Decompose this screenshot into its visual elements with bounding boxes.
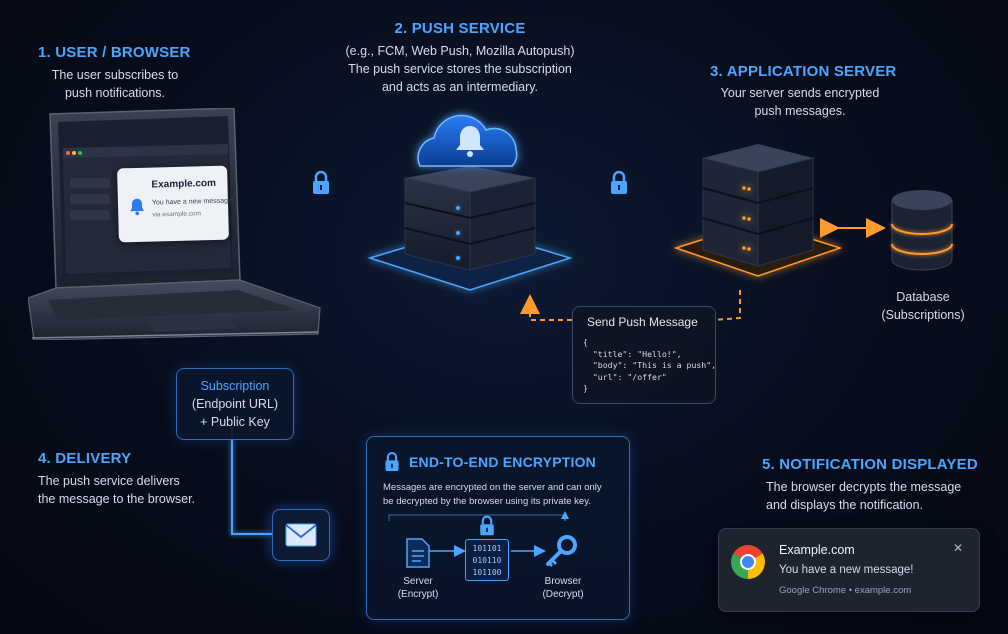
lock-icon bbox=[385, 451, 399, 471]
laptop-notification-card: Example.com You have a new message! via … bbox=[117, 165, 234, 243]
step-app-desc: Your server sends encrypted push message… bbox=[720, 86, 880, 118]
database-label: Database (Subscriptions) bbox=[881, 290, 965, 322]
laptop-notification-site: Example.com bbox=[151, 177, 217, 191]
encryption-title: END-TO-END ENCRYPTION bbox=[409, 454, 596, 470]
subscription-box: Subscription (Endpoint URL) + Public Key bbox=[176, 368, 294, 440]
lock-icon bbox=[611, 170, 627, 194]
chrome-notification[interactable]: Example.com You have a new message! Goog… bbox=[718, 528, 980, 612]
push-message-box: Send Push Message { "title": "Hello!", "… bbox=[572, 306, 716, 404]
step-displayed-title: 5. NOTIFICATION DISPLAYED bbox=[762, 456, 978, 473]
encryption-desc: Messages are encrypted on the server and… bbox=[383, 482, 602, 507]
step-user-desc: The user subscribes to push notification… bbox=[51, 68, 179, 100]
laptop-notification-via: via example.com bbox=[152, 210, 202, 219]
lock-icon bbox=[480, 515, 494, 536]
line-delivery-up bbox=[231, 440, 272, 535]
database-icon bbox=[891, 190, 953, 271]
chrome-notification-message: You have a new message! bbox=[779, 564, 914, 576]
envelope-icon bbox=[285, 523, 317, 547]
document-icon bbox=[406, 538, 430, 568]
step-displayed-desc: The browser decrypts the message and dis… bbox=[766, 480, 962, 512]
step-app-title: 3. APPLICATION SERVER bbox=[710, 63, 897, 80]
dashed-message-to-push bbox=[520, 294, 572, 321]
encrypted-binary: 101101 010110 101100 bbox=[465, 539, 509, 581]
key-icon bbox=[546, 535, 577, 568]
encryption-box: END-TO-END ENCRYPTION Messages are encry… bbox=[366, 436, 630, 620]
chrome-logo-icon bbox=[731, 545, 765, 579]
step-delivery-desc: The push service delivers the message to… bbox=[38, 474, 196, 506]
step-push-desc: (e.g., FCM, Web Push, Mozilla Autopush) … bbox=[345, 44, 575, 94]
encryption-flow bbox=[388, 511, 569, 557]
lock-icon bbox=[313, 170, 329, 194]
step-delivery-title: 4. DELIVERY bbox=[38, 450, 132, 467]
chrome-notification-source: Google Chrome • example.com bbox=[779, 585, 912, 596]
encryption-server-label: Server (Encrypt) bbox=[397, 576, 439, 600]
laptop-notification-message: You have a new message! bbox=[151, 197, 234, 207]
bell-icon bbox=[130, 198, 145, 216]
application-server bbox=[673, 144, 843, 277]
step-user-title: 1. USER / BROWSER bbox=[38, 44, 191, 61]
close-icon[interactable]: ✕ bbox=[953, 541, 964, 555]
encryption-browser-label: Browser (Decrypt) bbox=[542, 576, 584, 600]
push-message-title: Send Push Message bbox=[587, 315, 698, 329]
chrome-notification-site: Example.com bbox=[779, 543, 855, 557]
dashed-app-to-message bbox=[713, 290, 741, 321]
push-service-server bbox=[367, 114, 573, 291]
envelope-box bbox=[272, 509, 330, 561]
push-message-code: { "title": "Hello!", "body": "This is a … bbox=[583, 337, 717, 393]
step-push-title: 2. PUSH SERVICE bbox=[394, 20, 526, 37]
